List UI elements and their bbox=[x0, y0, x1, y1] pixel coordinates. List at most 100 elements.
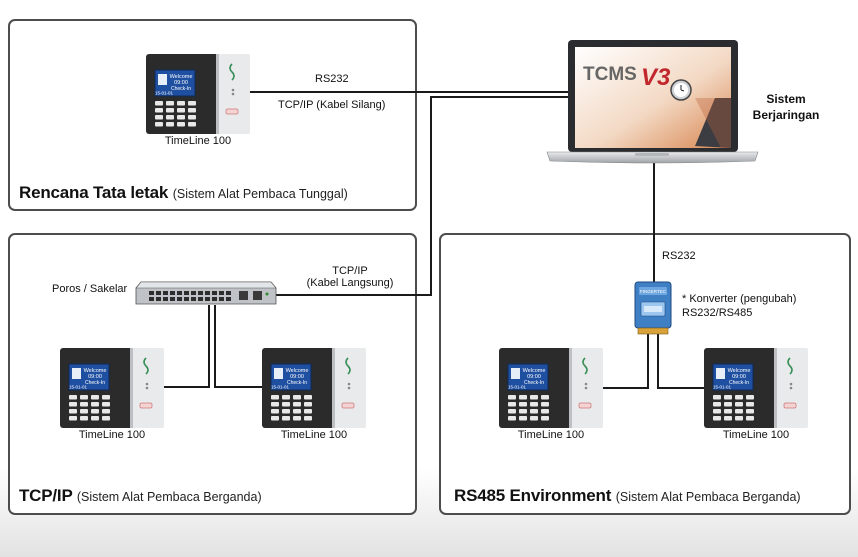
converter-brand: FINGERTEC bbox=[640, 289, 667, 294]
label-converter-line1: * Konverter (pengubah) bbox=[682, 293, 797, 305]
timeline-label-tcp-left: TimeLine 100 bbox=[78, 429, 146, 441]
keypad-key bbox=[69, 409, 77, 414]
keypad-key bbox=[80, 416, 88, 421]
keypad-key bbox=[508, 409, 516, 414]
keypad-key bbox=[519, 402, 527, 407]
screen-welcome-text: Welcome bbox=[170, 74, 193, 80]
keypad-key bbox=[304, 402, 312, 407]
screen-check-text: Check-In bbox=[729, 380, 749, 386]
label-tcpip-straight-line2: (Kabel Langsung) bbox=[306, 277, 394, 289]
keypad-key bbox=[735, 409, 743, 414]
label-converter: * Konverter (pengubah) RS232/RS485 bbox=[682, 292, 796, 320]
panel-tcpip-title: TCP/IP (Sistem Alat Pembaca Berganda) bbox=[19, 486, 262, 506]
keypad-key bbox=[188, 115, 196, 120]
label-rs232-right: RS232 bbox=[662, 250, 696, 262]
keypad-key bbox=[102, 395, 110, 400]
keypad-key bbox=[746, 395, 754, 400]
keypad-key bbox=[519, 409, 527, 414]
keypad-key bbox=[530, 395, 538, 400]
keypad-key bbox=[541, 395, 549, 400]
keypad-key bbox=[80, 395, 88, 400]
screen-welcome-text: Welcome bbox=[286, 368, 309, 374]
keypad-key bbox=[293, 416, 301, 421]
keypad-key bbox=[541, 409, 549, 414]
wire-converter-drop-right bbox=[657, 332, 659, 388]
screen-check-text: Check-In bbox=[85, 380, 105, 386]
rs232-rs485-converter: FINGERTEC bbox=[634, 281, 672, 335]
device-illustration: Welcome 09:00 Check-In 15-01-01 bbox=[146, 54, 250, 134]
keypad-key bbox=[541, 402, 549, 407]
network-switch bbox=[135, 281, 277, 305]
keypad-key bbox=[746, 409, 754, 414]
keypad-key bbox=[102, 402, 110, 407]
wire-tcpip-vertical bbox=[430, 96, 432, 296]
device-illustration: Welcome 09:00 Check-In 15-01-01 bbox=[704, 348, 808, 428]
keypad-key bbox=[282, 402, 290, 407]
screen-time-text: 09:00 bbox=[732, 374, 746, 380]
screen-check-text: Check-In bbox=[287, 380, 307, 386]
keypad-key bbox=[188, 108, 196, 113]
keypad-key bbox=[177, 115, 185, 120]
keypad-key bbox=[713, 409, 721, 414]
keypad-key bbox=[102, 409, 110, 414]
keypad-key bbox=[80, 402, 88, 407]
panel-rs485-title: RS485 Environment (Sistem Alat Pembaca B… bbox=[454, 486, 801, 506]
panel-single-title-main: Rencana Tata letak bbox=[19, 183, 169, 202]
keypad-key bbox=[91, 409, 99, 414]
keypad-key bbox=[282, 409, 290, 414]
keypad-key bbox=[91, 395, 99, 400]
keypad-key bbox=[530, 409, 538, 414]
screen-time-text: 09:00 bbox=[88, 374, 102, 380]
device-illustration: Welcome 09:00 Check-In 15-01-01 bbox=[262, 348, 366, 428]
device-illustration: Welcome 09:00 Check-In 15-01-01 bbox=[60, 348, 164, 428]
screen-date-text: 15-01-01 bbox=[69, 385, 88, 390]
keypad bbox=[508, 395, 549, 421]
timeline-label-rs485-right: TimeLine 100 bbox=[722, 429, 790, 441]
keypad-key bbox=[293, 402, 301, 407]
keypad-key bbox=[713, 395, 721, 400]
label-tcpip-straight: TCP/IP (Kabel Langsung) bbox=[300, 265, 400, 289]
keypad-key bbox=[530, 402, 538, 407]
label-rs232-top: RS232 bbox=[315, 73, 349, 85]
keypad-key bbox=[155, 115, 163, 120]
keypad-key bbox=[271, 395, 279, 400]
wire-rs232-top bbox=[248, 91, 570, 93]
keypad-key bbox=[282, 416, 290, 421]
screen-date-text: 15-01-01 bbox=[271, 385, 290, 390]
wire-converter-drop-left bbox=[647, 332, 649, 388]
keypad-key bbox=[155, 122, 163, 127]
switch-ports bbox=[149, 291, 231, 301]
keypad-key bbox=[177, 108, 185, 113]
timeline-device-rs485-left: Welcome 09:00 Check-In 15-01-01 bbox=[499, 348, 603, 428]
panel-tcpip-title-main: TCP/IP bbox=[19, 486, 73, 505]
panel-rs485-title-main: RS485 Environment bbox=[454, 486, 612, 505]
screen-date-text: 15-01-01 bbox=[155, 91, 174, 96]
laptop-logo-text: TCMS bbox=[583, 64, 637, 85]
label-switch: Poros / Sakelar bbox=[52, 283, 128, 295]
wire-switch-to-right-device bbox=[214, 386, 265, 388]
keypad-key bbox=[177, 122, 185, 127]
keypad-key bbox=[166, 115, 174, 120]
timeline-device-single: Welcome 09:00 Check-In 15-01-01 bbox=[146, 54, 250, 134]
keypad-key bbox=[69, 416, 77, 421]
keypad bbox=[271, 395, 312, 421]
wire-converter-to-left-device bbox=[601, 387, 649, 389]
screen-time-text: 09:00 bbox=[290, 374, 304, 380]
wire-tcpip-to-laptop bbox=[430, 96, 570, 98]
wire-tcpip-horizontal bbox=[274, 294, 432, 296]
screen-time-text: 09:00 bbox=[527, 374, 541, 380]
screen-welcome-text: Welcome bbox=[84, 368, 107, 374]
keypad-key bbox=[724, 416, 732, 421]
panel-single-title: Rencana Tata letak (Sistem Alat Pembaca … bbox=[19, 183, 348, 203]
keypad-key bbox=[541, 416, 549, 421]
wire-switch-drop-right bbox=[214, 305, 216, 387]
keypad-key bbox=[166, 101, 174, 106]
keypad-key bbox=[80, 409, 88, 414]
keypad bbox=[713, 395, 754, 421]
keypad-key bbox=[155, 101, 163, 106]
keypad-key bbox=[188, 122, 196, 127]
keypad-key bbox=[304, 416, 312, 421]
wire-switch-to-left-device bbox=[162, 386, 210, 388]
device-illustration: Welcome 09:00 Check-In 15-01-01 bbox=[499, 348, 603, 428]
keypad-key bbox=[724, 402, 732, 407]
